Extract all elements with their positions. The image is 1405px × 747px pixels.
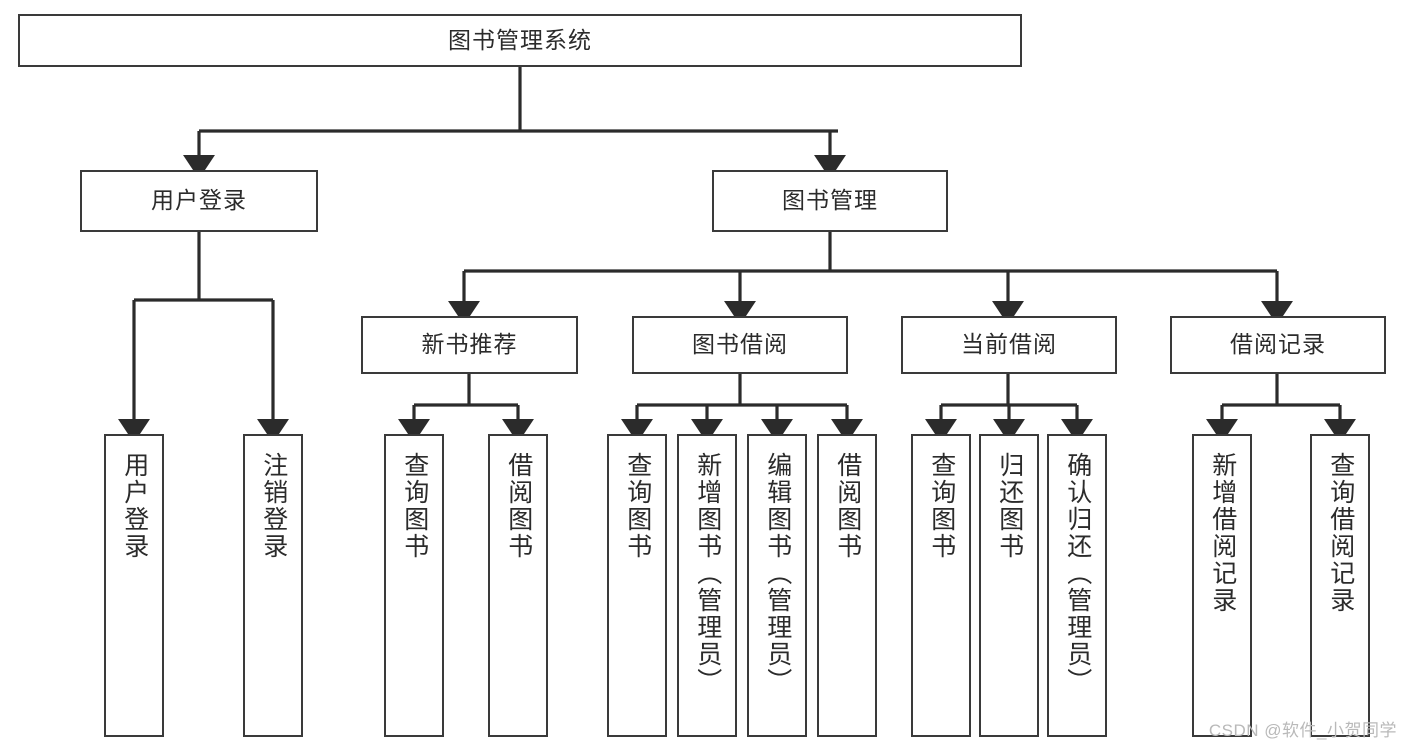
node-new-book-rec-label: 新书推荐 <box>421 331 518 358</box>
node-leaf-query-book-2-label: 查询图书 <box>623 452 652 560</box>
node-borrow-record-label: 借阅记录 <box>1230 331 1326 358</box>
node-leaf-query-book-1[interactable]: 查询图书 <box>384 434 444 737</box>
node-leaf-query-book-1-label: 查询图书 <box>400 452 429 560</box>
node-leaf-query-book-3-label: 查询图书 <box>927 452 956 560</box>
node-leaf-user-logout-label: 注销登录 <box>259 452 288 560</box>
node-new-book-rec[interactable]: 新书推荐 <box>361 316 578 374</box>
node-user-login-label: 用户登录 <box>151 187 247 214</box>
node-leaf-edit-book-label: 编辑图书（管理员） <box>763 452 792 695</box>
node-leaf-query-record-label: 查询借阅记录 <box>1326 452 1355 614</box>
node-leaf-user-login-label: 用户登录 <box>120 452 149 560</box>
node-leaf-confirm-return[interactable]: 确认归还（管理员） <box>1047 434 1107 737</box>
node-book-manage[interactable]: 图书管理 <box>712 170 948 232</box>
node-leaf-query-book-2[interactable]: 查询图书 <box>607 434 667 737</box>
node-current-borrow-label: 当前借阅 <box>961 331 1057 358</box>
node-current-borrow[interactable]: 当前借阅 <box>901 316 1117 374</box>
node-leaf-confirm-return-label: 确认归还（管理员） <box>1063 452 1092 695</box>
node-leaf-add-record[interactable]: 新增借阅记录 <box>1192 434 1252 737</box>
node-book-borrow[interactable]: 图书借阅 <box>632 316 848 374</box>
node-book-borrow-label: 图书借阅 <box>692 331 788 358</box>
node-leaf-add-record-label: 新增借阅记录 <box>1208 452 1237 614</box>
node-borrow-record[interactable]: 借阅记录 <box>1170 316 1386 374</box>
csdn-watermark: CSDN @软件_小贺同学 <box>1208 721 1397 740</box>
node-root-label: 图书管理系统 <box>448 26 592 53</box>
node-leaf-borrow-book-2[interactable]: 借阅图书 <box>817 434 877 737</box>
node-leaf-borrow-book-1-label: 借阅图书 <box>504 452 533 560</box>
node-root[interactable]: 图书管理系统 <box>18 14 1022 67</box>
node-leaf-add-book[interactable]: 新增图书（管理员） <box>677 434 737 737</box>
node-leaf-user-login[interactable]: 用户登录 <box>104 434 164 737</box>
node-leaf-borrow-book-1[interactable]: 借阅图书 <box>488 434 548 737</box>
node-leaf-borrow-book-2-label: 借阅图书 <box>833 452 862 560</box>
node-leaf-return-book-label: 归还图书 <box>995 452 1024 560</box>
node-leaf-query-record[interactable]: 查询借阅记录 <box>1310 434 1370 737</box>
node-user-login[interactable]: 用户登录 <box>80 170 318 232</box>
node-leaf-query-book-3[interactable]: 查询图书 <box>911 434 971 737</box>
node-book-manage-label: 图书管理 <box>782 187 878 214</box>
node-leaf-add-book-label: 新增图书（管理员） <box>693 452 722 695</box>
node-leaf-return-book[interactable]: 归还图书 <box>979 434 1039 737</box>
node-leaf-edit-book[interactable]: 编辑图书（管理员） <box>747 434 807 737</box>
node-leaf-user-logout[interactable]: 注销登录 <box>243 434 303 737</box>
